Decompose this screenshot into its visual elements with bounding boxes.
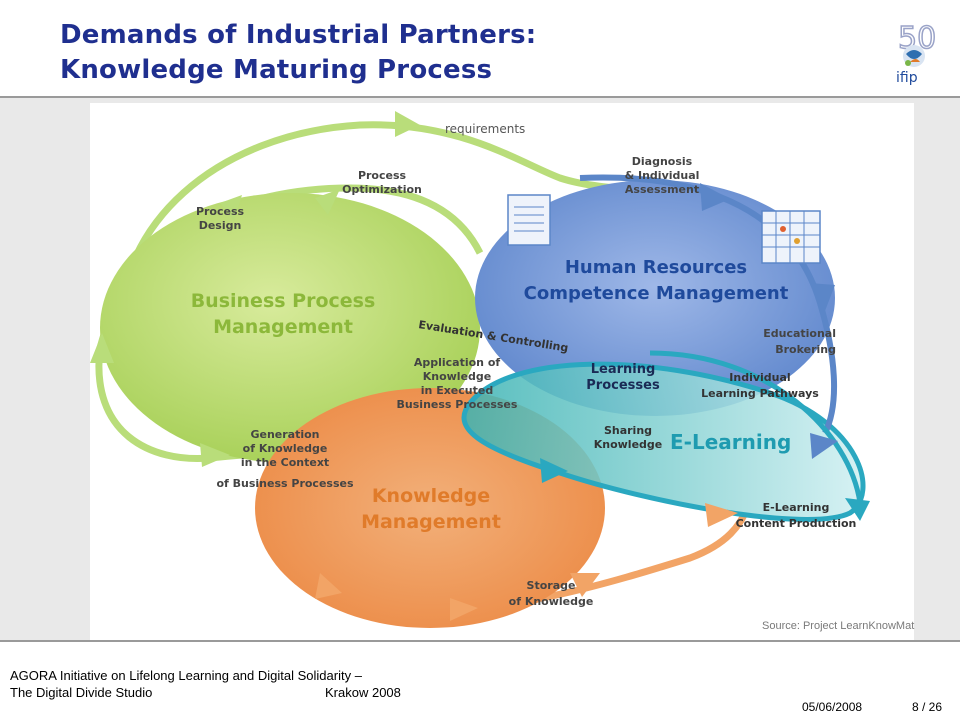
individual-pathways-label-1: Individual: [729, 371, 790, 384]
application-label-3: in Executed: [421, 384, 493, 397]
footer-page-number: 8 / 26: [912, 700, 943, 714]
grid-document-icon: [761, 210, 821, 264]
diagnosis-label-1: Diagnosis: [632, 155, 693, 168]
slide-title-line-2: Knowledge Maturing Process: [60, 55, 493, 85]
educational-brokering-label-1: Educational: [763, 327, 836, 340]
header-rule: [0, 96, 960, 98]
ifip-logo: 50 ifip: [880, 18, 946, 90]
generation-label-1: Generation: [250, 428, 319, 441]
storage-label-1: Storage: [527, 579, 576, 592]
storage-label-2: of Knowledge: [509, 595, 594, 608]
diagnosis-label-2: & Individual: [625, 169, 700, 182]
slide-title-line-1: Demands of Industrial Partners:: [60, 20, 537, 50]
generation-label-4: of Business Processes: [216, 477, 354, 490]
logo-text: ifip: [896, 70, 918, 86]
content-production-label-1: E-Learning: [763, 501, 830, 514]
footer-line-1: AGORA Initiative on Lifelong Learning an…: [10, 668, 362, 683]
generation-label-3: in the Context: [241, 456, 329, 469]
generation-label-2: of Knowledge: [243, 442, 328, 455]
km-title-1: Knowledge: [372, 485, 490, 507]
process-optimization-label-1: Process: [358, 169, 407, 182]
source-caption: Source: Project LearnKnowMat: [762, 620, 915, 632]
individual-pathways-label-2: Learning Pathways: [701, 387, 819, 400]
educational-brokering-label-2: Brokering: [775, 343, 836, 356]
process-design-label-2: Design: [199, 219, 242, 232]
learning-processes-label-1: Learning: [591, 362, 656, 377]
assessment-document-icon: [507, 194, 551, 246]
application-label-1: Application of: [414, 356, 501, 369]
business-process-title-1: Business Process: [191, 290, 376, 312]
sharing-knowledge-label-2: Knowledge: [594, 438, 663, 451]
arrow-pathways: [810, 433, 838, 459]
business-process-title-2: Management: [213, 316, 353, 338]
km-title-2: Management: [361, 511, 501, 533]
e-learning-loop: [649, 350, 863, 504]
e-learning-title: E-Learning: [670, 430, 791, 454]
knowledge-maturing-diagram: Business Process Management Human Resour…: [90, 103, 914, 640]
footer-location: Krakow 2008: [325, 685, 401, 700]
content-production-label-2: Content Production: [736, 517, 857, 530]
arrow-process-design: [220, 195, 242, 221]
application-label-4: Business Processes: [397, 398, 518, 411]
process-optimization-label-2: Optimization: [342, 183, 422, 196]
arrow-storage-1: [315, 573, 342, 599]
e-learning-node: [461, 361, 866, 522]
arrow-requirements: [395, 111, 420, 137]
sharing-knowledge-label-1: Sharing: [604, 424, 652, 437]
arrow-elearning: [845, 498, 870, 521]
footer-date: 05/06/2008: [802, 700, 863, 714]
hr-title-2: Competence Management: [524, 283, 789, 304]
arrow-storage-2: [450, 598, 478, 621]
diagnosis-label-3: Assessment: [625, 183, 699, 196]
footer-studio: The Digital Divide Studio: [10, 685, 153, 700]
arrow-brokering: [810, 283, 835, 311]
hr-competence-node: [475, 180, 835, 416]
learning-processes-label-2: Processes: [586, 378, 660, 393]
hr-title-1: Human Resources: [565, 257, 747, 278]
arrow-content: [705, 503, 738, 527]
arrow-left: [90, 333, 114, 363]
arrow-process-opt: [315, 189, 340, 215]
arrow-storage-3: [570, 573, 600, 597]
footer-rule: [0, 640, 960, 642]
arrow-diagnosis: [700, 183, 730, 211]
requirements-label: requirements: [445, 122, 525, 136]
arrow-sharing: [540, 458, 568, 483]
process-design-label-1: Process: [196, 205, 245, 218]
hr-loop: [579, 174, 838, 435]
application-label-2: Knowledge: [423, 370, 492, 383]
arrow-gen: [200, 443, 230, 467]
